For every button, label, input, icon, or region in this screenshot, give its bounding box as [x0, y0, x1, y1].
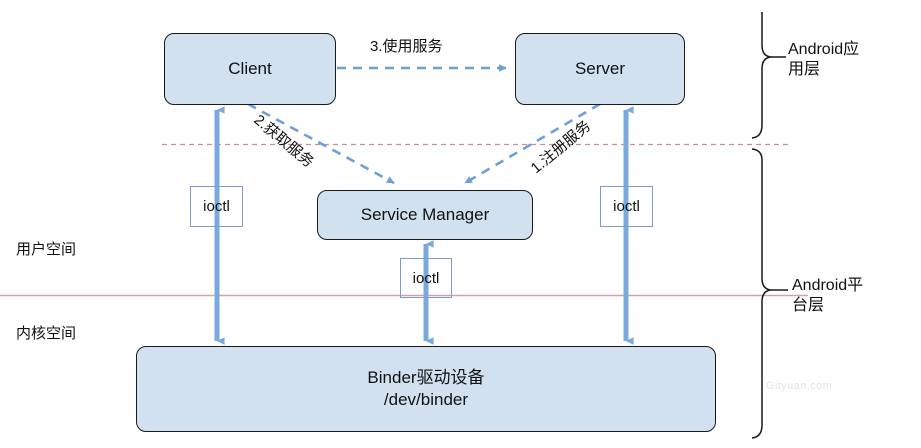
brace-android-app-layer: [751, 12, 786, 139]
ioctl-box-left[interactable]: ioctl: [190, 186, 243, 227]
brace-android-platform-layer: [751, 148, 788, 439]
ioctl-right-label: ioctl: [613, 198, 640, 215]
arrow-server-to-servicemanager-register-service: [464, 102, 601, 185]
flow-label-use-service: 3.使用服务: [370, 38, 443, 55]
label-user-space: 用户空间: [16, 241, 77, 258]
node-server[interactable]: Server: [515, 33, 685, 105]
ioctl-box-middle[interactable]: ioctl: [400, 258, 452, 298]
ioctl-box-right[interactable]: ioctl: [600, 186, 653, 227]
label-android-app-layer: Android应 用层: [788, 41, 860, 79]
node-binder-driver[interactable]: Binder驱动设备 /dev/binder: [136, 346, 716, 432]
ioctl-middle-label: ioctl: [412, 269, 440, 287]
node-service-manager-label: Service Manager: [360, 205, 490, 225]
ioctl-left-label: ioctl: [203, 198, 230, 215]
node-client[interactable]: Client: [164, 33, 336, 105]
node-service-manager[interactable]: Service Manager: [317, 190, 533, 240]
arrow-client-to-servicemanager-get-service: [247, 102, 395, 185]
node-client-label: Client: [228, 59, 272, 79]
label-android-platform-layer: Android平 台层: [792, 277, 864, 315]
node-binder-driver-label: Binder驱动设备 /dev/binder: [367, 368, 485, 409]
watermark: Gityuan.com: [766, 380, 833, 392]
label-kernel-space: 内核空间: [16, 325, 77, 342]
node-server-label: Server: [574, 59, 626, 79]
